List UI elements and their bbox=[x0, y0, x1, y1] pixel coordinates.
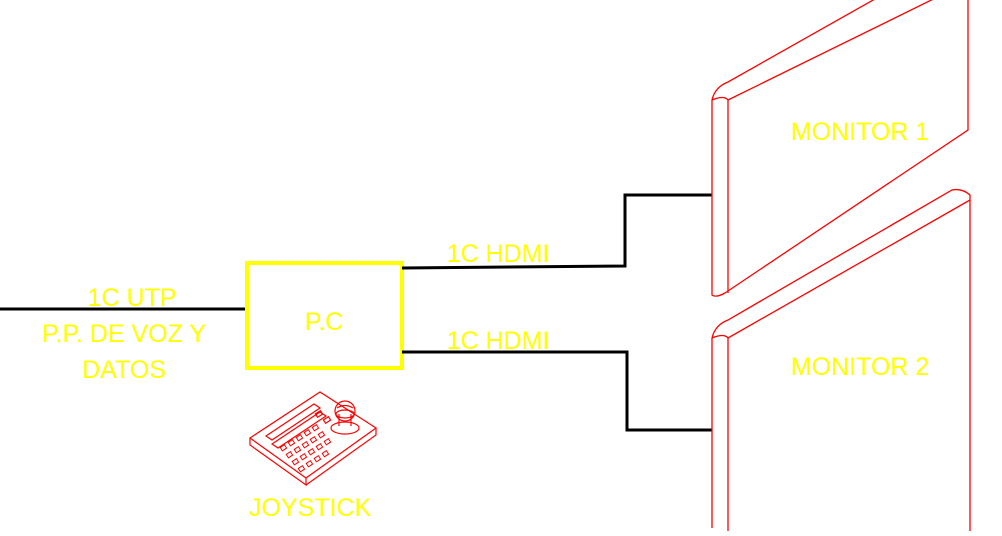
hdmi-cable-2-label: 1C HDMI bbox=[447, 327, 550, 355]
monitor-2-label: MONITOR 2 bbox=[791, 353, 929, 381]
source-label-line2: DATOS bbox=[82, 356, 166, 384]
pc-box bbox=[245, 261, 404, 370]
hdmi-cable-1 bbox=[401, 193, 712, 270]
source-label-line1: P.P. DE VOZ Y bbox=[42, 320, 206, 348]
monitor-1 bbox=[711, 0, 969, 297]
utp-cable-label: 1C UTP bbox=[88, 284, 177, 312]
monitor-2 bbox=[711, 188, 971, 531]
joystick-label: JOYSTICK bbox=[249, 494, 372, 522]
hdmi-cable-1-label: 1C HDMI bbox=[447, 240, 550, 268]
monitor-1-label: MONITOR 1 bbox=[791, 118, 929, 146]
joystick-icon bbox=[248, 391, 378, 487]
hdmi-cable-2 bbox=[402, 350, 712, 432]
pc-label: P.C bbox=[305, 308, 343, 336]
